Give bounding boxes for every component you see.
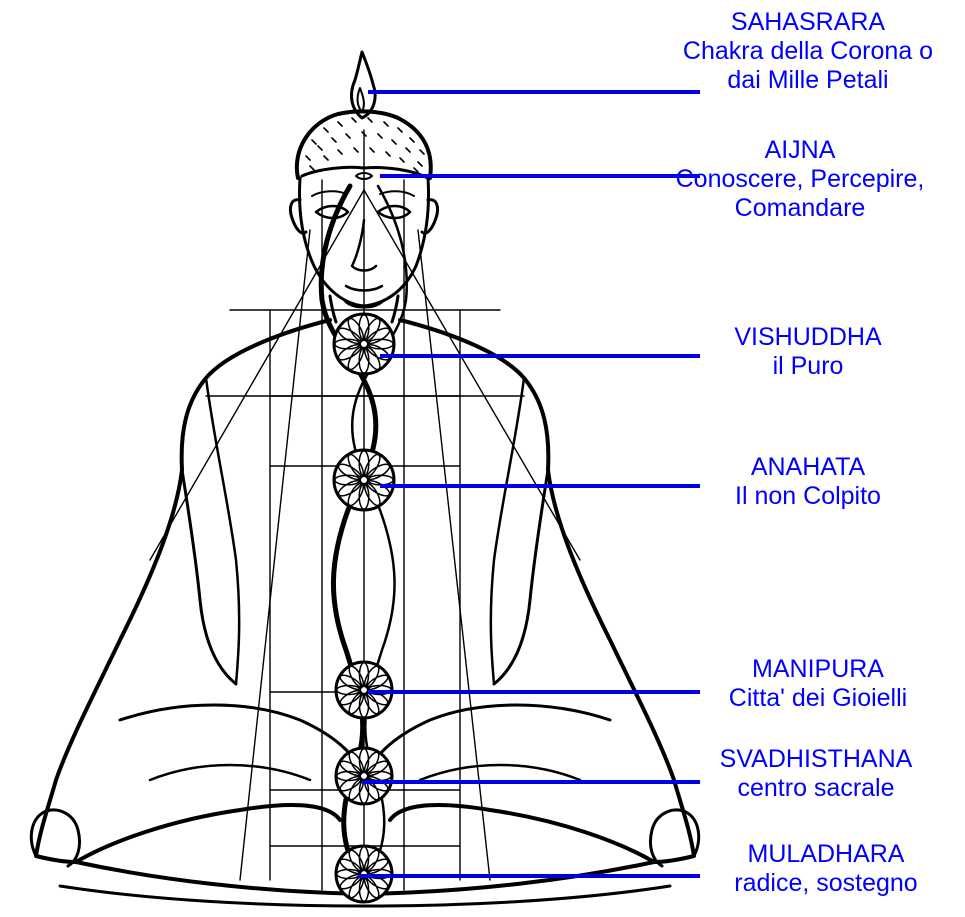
muladhara-description: radice, sostegno xyxy=(656,869,965,898)
sahasrara-description: dai Mille Petali xyxy=(638,66,965,95)
svadhisthana-description: centro sacrale xyxy=(646,774,965,803)
anahata-description: Il non Colpito xyxy=(638,482,965,511)
manipura-name: MANIPURA xyxy=(648,655,965,684)
svadhisthana-name: SVADHISTHANA xyxy=(646,745,965,774)
aijna-description: Conoscere, Percepire, xyxy=(630,165,965,194)
manipura-description: Citta' dei Gioielli xyxy=(648,684,965,713)
vishuddha-description: il Puro xyxy=(638,352,965,381)
sahasrara-description: Chakra della Corona o xyxy=(638,37,965,66)
sahasrara-name: SAHASRARA xyxy=(638,8,965,37)
muladhara-name: MULADHARA xyxy=(656,840,965,869)
anahata-name: ANAHATA xyxy=(638,453,965,482)
vishuddha-name: VISHUDDHA xyxy=(638,323,965,352)
aijna-description: Comandare xyxy=(630,194,965,223)
aijna-name: AIJNA xyxy=(630,136,965,165)
